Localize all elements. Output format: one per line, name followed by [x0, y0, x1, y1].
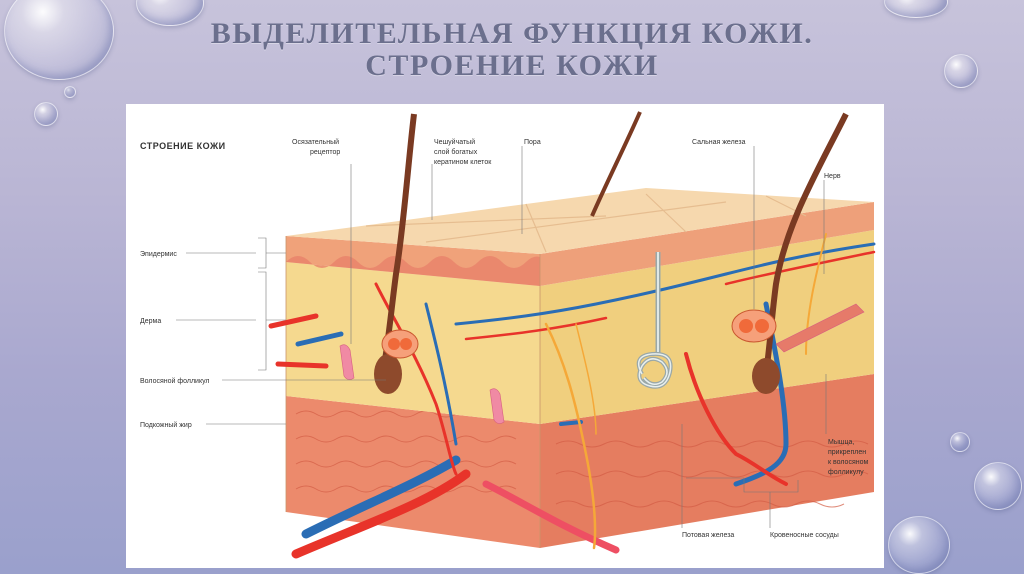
sweat-gland [636, 252, 673, 389]
slide-title: ВЫДЕЛИТЕЛЬНАЯ ФУНКЦИЯ КОЖИ. СТРОЕНИЕ КОЖ… [0, 18, 1024, 82]
blood-vessels [268, 233, 876, 559]
slide-title-line2: СТРОЕНИЕ КОЖИ [365, 49, 659, 82]
hair-shaft-center [590, 111, 642, 217]
decorative-bubble [884, 0, 948, 18]
label-nerve: Нерв [824, 173, 841, 180]
label-subcutaneous-fat: Подкожный жир [140, 421, 192, 429]
label-sweat-gland: Потовая железа [682, 532, 734, 539]
decorative-bubble [4, 0, 114, 80]
label-pore: Пора [524, 139, 541, 146]
label-hair-follicle: Волосяной фолликул [140, 377, 210, 385]
decorative-bubble [950, 432, 970, 452]
surface-grooves [365, 193, 807, 253]
block-edges [285, 236, 541, 548]
label-scaly-line2: слой богатых [434, 148, 478, 156]
label-scaly-line3: кератином клеток [434, 159, 492, 166]
label-leader-lines [176, 146, 827, 528]
label-receptor-line2: рецептор [310, 149, 340, 156]
label-sebaceous-gland: Сальная железа [692, 139, 746, 146]
label-muscle-line1: Мышца, [828, 439, 854, 446]
decorative-bubble [34, 102, 58, 126]
hair-follicle-left [374, 113, 419, 394]
dermal-papillae [286, 256, 550, 286]
label-muscle-line3: к волосяном [828, 459, 868, 466]
label-blood-vessels: Кровеносные сосуды [770, 532, 839, 539]
arrector-muscles [339, 303, 865, 424]
label-muscle-line4: фолликулу [828, 469, 864, 476]
skin-structure-illustration: СТРОЕНИЕ КОЖИ Эпидермис Дерма Волосяной … [140, 111, 876, 559]
skin-diagram-panel: СТРОЕНИЕ КОЖИ Эпидермис Дерма Волосяной … [126, 104, 884, 568]
label-receptor-line1: Осязательный [292, 138, 339, 146]
decorative-bubble [888, 516, 950, 574]
decorative-bubble [64, 86, 76, 98]
label-dermis: Дерма [140, 318, 161, 325]
hair-follicle-right [731, 112, 849, 394]
decorative-bubble [944, 54, 978, 88]
label-muscle-line2: прикреплен [828, 449, 866, 456]
label-epidermis: Эпидермис [140, 251, 177, 258]
diagram-heading: СТРОЕНИЕ КОЖИ [140, 141, 226, 151]
decorative-bubble [974, 462, 1022, 510]
label-scaly-line1: Чешуйчатый [434, 138, 475, 146]
dermis-side [540, 230, 874, 424]
slide-title-line1: ВЫДЕЛИТЕЛЬНАЯ ФУНКЦИЯ КОЖИ. [210, 17, 814, 50]
subcutaneous-fat-side [540, 374, 874, 548]
